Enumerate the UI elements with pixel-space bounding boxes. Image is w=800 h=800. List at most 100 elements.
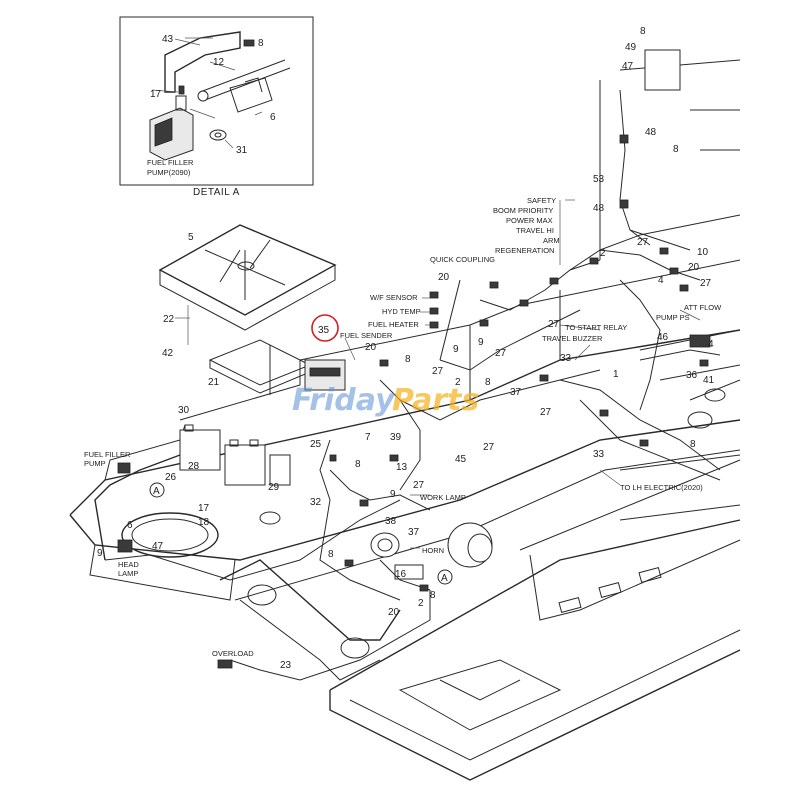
marker-a: A [441, 573, 448, 584]
cover-plate [158, 224, 337, 395]
text-labels: SAFETY BOOM PRIORITY POWER MAX TRAVEL HI… [84, 196, 722, 658]
callout-27: 27 [637, 237, 649, 248]
callout-4: 4 [708, 339, 714, 350]
callout-20: 20 [365, 342, 377, 353]
components [117, 49, 681, 669]
highlight-circle [311, 314, 339, 342]
label-fuel-filler-pump-line2: PUMP [84, 459, 106, 468]
connectors [329, 134, 711, 592]
detail-a-inset: 43 12 8 17 6 31 FUEL FILLER PUMP(2090) D… [119, 16, 314, 198]
callout-47: 47 [152, 541, 164, 552]
callout-27: 27 [432, 366, 444, 377]
callout-23: 23 [280, 660, 292, 671]
callout-22: 22 [163, 314, 175, 325]
callout-4: 4 [658, 275, 664, 286]
reference-markers: A A [149, 482, 453, 585]
callout-17: 17 [198, 503, 210, 514]
callout-30: 30 [178, 405, 190, 416]
wiring-harness [94, 89, 721, 681]
watermark-text-friday: Friday [292, 383, 396, 418]
label-fuel-sender: FUEL SENDER [340, 331, 393, 340]
callout-8: 8 [328, 549, 334, 560]
battery-box [179, 424, 291, 486]
callout-32: 32 [310, 497, 322, 508]
callout-10: 10 [697, 247, 709, 258]
callout-47: 47 [622, 61, 634, 72]
callout-39: 39 [390, 432, 402, 443]
callout-13: 13 [396, 462, 408, 473]
callout-37: 37 [510, 387, 522, 398]
label-to-start-relay: TO START RELAY [565, 323, 627, 332]
detail-callout-43: 43 [162, 34, 174, 45]
callout-7: 7 [365, 432, 371, 443]
label-quick-coupling: QUICK COUPLING [430, 255, 495, 264]
callout-37: 37 [408, 527, 420, 538]
callout-28: 28 [188, 461, 200, 472]
detail-pump-label-line1: FUEL FILLER [147, 158, 194, 167]
fuel-sender-unit [304, 359, 346, 391]
callout-8: 8 [640, 26, 646, 37]
label-regeneration: REGENERATION [495, 246, 554, 255]
label-overload: OVERLOAD [212, 649, 254, 658]
detail-callout-6: 6 [270, 112, 276, 123]
callout-27: 27 [548, 319, 560, 330]
callout-29: 29 [268, 482, 280, 493]
callout-8: 8 [430, 590, 436, 601]
upper-frame [69, 59, 741, 601]
watermark-text-parts: Parts [392, 383, 479, 418]
callout-42: 42 [162, 348, 174, 359]
detail-callout-31: 31 [236, 145, 248, 156]
label-fuel-filler-pump-line1: FUEL FILLER [84, 450, 131, 459]
callout-20: 20 [388, 607, 400, 618]
marker-a: A [153, 486, 160, 497]
callout-8: 8 [673, 144, 679, 155]
callout-53: 53 [593, 174, 605, 185]
callout-1: 1 [613, 369, 619, 380]
callout-38: 38 [385, 516, 397, 527]
callout-5: 5 [188, 232, 194, 243]
callout-27: 27 [413, 480, 425, 491]
callout-9: 9 [453, 344, 459, 355]
label-att-flow: ATT FLOW [684, 303, 722, 312]
callout-25: 25 [310, 439, 322, 450]
callout-49: 49 [625, 42, 637, 53]
label-head-lamp-line1: HEAD [118, 560, 139, 569]
detail-callout-12: 12 [213, 57, 225, 68]
callout-2: 2 [600, 248, 606, 259]
detail-callout-8: 8 [258, 38, 264, 49]
label-horn: HORN [422, 546, 444, 555]
callout-41: 41 [703, 375, 715, 386]
callout-6: 6 [127, 520, 133, 531]
label-power-max: POWER MAX [506, 216, 553, 225]
callout-numbers: 8 49 47 48 8 53 48 10 27 20 27 4 2 20 5 … [97, 26, 715, 671]
callout-2: 2 [418, 598, 424, 609]
watermark-logo: Friday Parts [292, 383, 479, 418]
label-travel-buzzer: TRAVEL BUZZER [542, 334, 603, 343]
callout-48: 48 [593, 203, 605, 214]
callout-36: 36 [686, 370, 698, 381]
detail-callout-17: 17 [150, 89, 162, 100]
callout-2: 2 [455, 377, 461, 388]
detail-pump-label-line2: PUMP(2090) [147, 168, 191, 177]
callout-8: 8 [485, 377, 491, 388]
callout-8: 8 [405, 354, 411, 365]
callout-21: 21 [208, 377, 220, 388]
callout-20: 20 [438, 272, 450, 283]
callout-8: 8 [690, 439, 696, 450]
callout-9: 9 [478, 337, 484, 348]
callout-18: 18 [198, 517, 210, 528]
label-head-lamp-line2: LAMP [118, 569, 138, 578]
callout-9: 9 [97, 548, 103, 559]
callout-33: 33 [560, 353, 572, 364]
callout-35: 35 [318, 325, 330, 336]
label-travel-hi: TRAVEL HI [516, 226, 554, 235]
callout-27: 27 [540, 407, 552, 418]
callout-26: 26 [165, 472, 177, 483]
label-pump-ps: PUMP PS [656, 313, 690, 322]
label-wf-sensor: W/F SENSOR [370, 293, 418, 302]
lower-frame [219, 459, 741, 781]
label-safety: SAFETY [527, 196, 556, 205]
callout-48: 48 [645, 127, 657, 138]
label-hyd-temp: HYD TEMP [382, 307, 421, 316]
